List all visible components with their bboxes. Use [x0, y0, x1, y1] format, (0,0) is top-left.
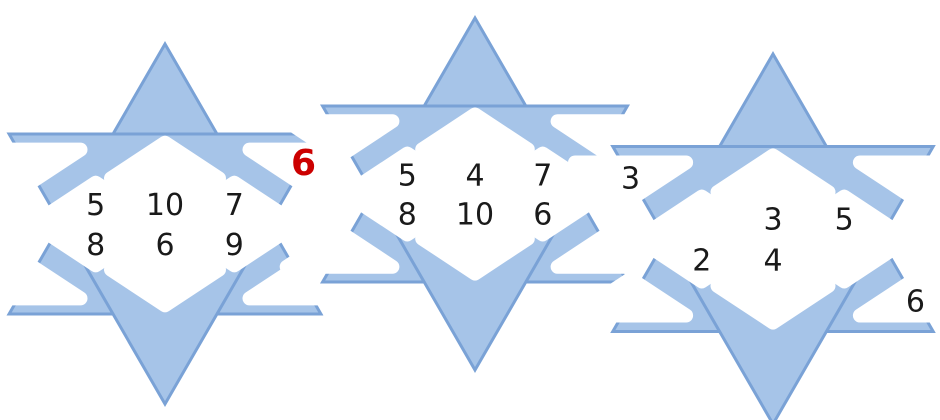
cell-number-in-ll: 8 — [398, 198, 417, 233]
cell-number-in-bot: 4 — [763, 244, 782, 279]
cell-number-in-top: 4 — [465, 158, 484, 193]
snowflake-icon — [675, 0, 719, 42]
cell-number-in-lr: 6 — [533, 198, 552, 233]
cell-number-in-top: 3 — [763, 202, 782, 237]
cell-number-in-top: 10 — [146, 188, 184, 223]
cell-number-in-lr: 9 — [225, 228, 244, 263]
cell-number-in-ll: 8 — [86, 228, 105, 263]
cell-number-in-ur: 5 — [835, 202, 854, 237]
cell-number-out-ul: 3 — [621, 161, 640, 196]
snowflake-icon — [828, 36, 888, 96]
snowflake-icon — [245, 36, 289, 80]
cell-number-in-ur: 7 — [225, 188, 244, 223]
cell-number-in-ur: 7 — [533, 158, 552, 193]
snowflake-icon — [315, 319, 381, 385]
cell-number-in-bot: 10 — [456, 198, 494, 233]
cell-number-out-lr: 6 — [906, 285, 925, 320]
snowflake-icon — [42, 27, 108, 93]
cell-number-in-ll: 2 — [692, 244, 711, 279]
snowflake-icon — [545, 353, 589, 397]
answer-number: 6 — [291, 143, 316, 184]
cell-number-in-ul: 5 — [86, 188, 105, 223]
cell-number-in-bot: 6 — [155, 228, 174, 263]
cell-number-in-ul: 5 — [398, 158, 417, 193]
